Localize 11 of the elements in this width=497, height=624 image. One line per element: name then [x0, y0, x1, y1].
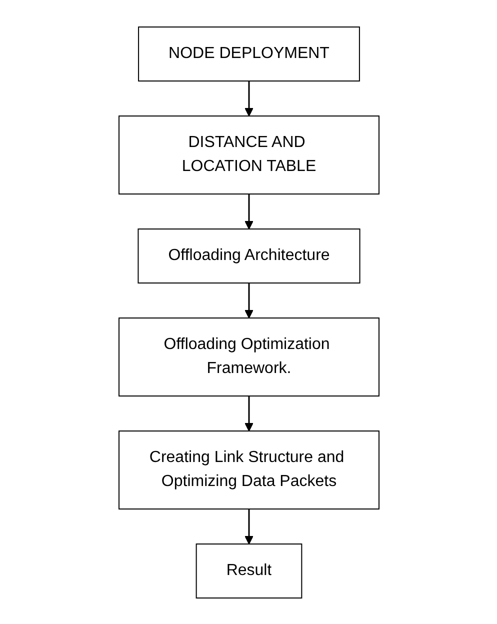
- node-box: DISTANCE AND LOCATION TABLE: [118, 115, 379, 194]
- arrow: [244, 508, 253, 544]
- node-box: Result: [195, 543, 302, 598]
- node-box: NODE DEPLOYMENT: [138, 26, 360, 81]
- arrow: [244, 194, 253, 229]
- node-box: Offloading Architecture: [137, 228, 360, 283]
- node-box: Creating Link Structure and Optimizing Data Packets: [118, 430, 379, 509]
- node-box: Offloading Optimization Framework.: [118, 317, 379, 396]
- arrow: [244, 282, 253, 318]
- arrow: [244, 396, 253, 431]
- arrow: [244, 80, 253, 116]
